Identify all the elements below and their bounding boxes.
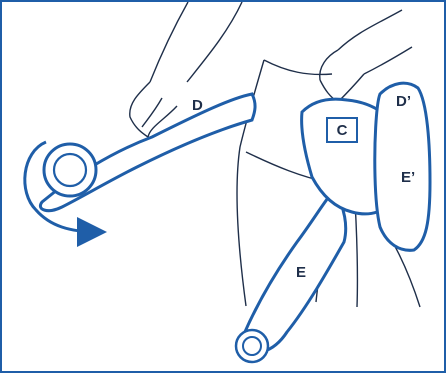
strap-e-shape xyxy=(244,190,346,351)
label-c: C xyxy=(337,122,348,139)
label-d: D xyxy=(192,97,203,114)
label-d-prime: D’ xyxy=(396,93,411,110)
label-e: E xyxy=(296,264,306,281)
strap-e: E xyxy=(236,190,346,362)
panel-de-prime: D’ E’ xyxy=(375,83,430,250)
strap-e-ring-inner xyxy=(243,337,261,355)
strap-d-ring-inner xyxy=(54,154,86,186)
label-e-prime: E’ xyxy=(401,169,415,186)
strap-d: D xyxy=(40,94,255,211)
